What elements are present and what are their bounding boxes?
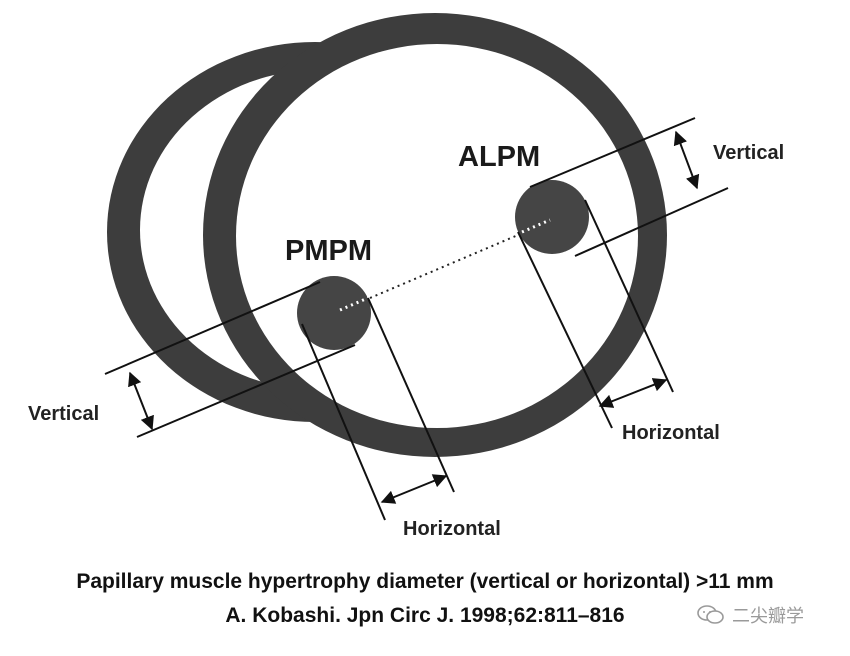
pmpm-horizontal-guides [301, 297, 455, 521]
papillary-muscle-diagram: ALPM PMPM Vertical Vertical Horizontal H… [28, 13, 784, 540]
caption-title: Papillary muscle hypertrophy diameter (v… [76, 570, 774, 593]
horizontal-label-right: Horizontal [622, 422, 720, 444]
pmpm-vertical-arrow [128, 371, 154, 431]
vertical-label-left: Vertical [28, 403, 99, 425]
pmpm-papillary-muscle [297, 276, 371, 350]
alpm-label: ALPM [458, 141, 540, 173]
alpm-vertical-guides [529, 117, 729, 257]
pmpm-vertical-guides [104, 281, 356, 438]
alpm-vertical-arrow [673, 130, 700, 190]
wechat-icon [697, 605, 724, 624]
watermark-text: 二尖瓣学 [732, 606, 804, 627]
alpm-horizontal-arrow [598, 378, 668, 408]
vertical-label-right: Vertical [713, 142, 784, 164]
caption-citation: A. Kobashi. Jpn Circ J. 1998;62:811–816 [225, 604, 625, 627]
center-dotted-line [339, 218, 551, 312]
pmpm-label: PMPM [285, 235, 372, 267]
alpm-horizontal-guides [517, 199, 674, 429]
alpm-papillary-muscle [515, 180, 589, 254]
horizontal-label-bottom: Horizontal [403, 518, 501, 540]
pmpm-horizontal-arrow [380, 474, 448, 504]
watermark: 二尖瓣学 [696, 602, 804, 628]
lv-wall [203, 13, 667, 457]
